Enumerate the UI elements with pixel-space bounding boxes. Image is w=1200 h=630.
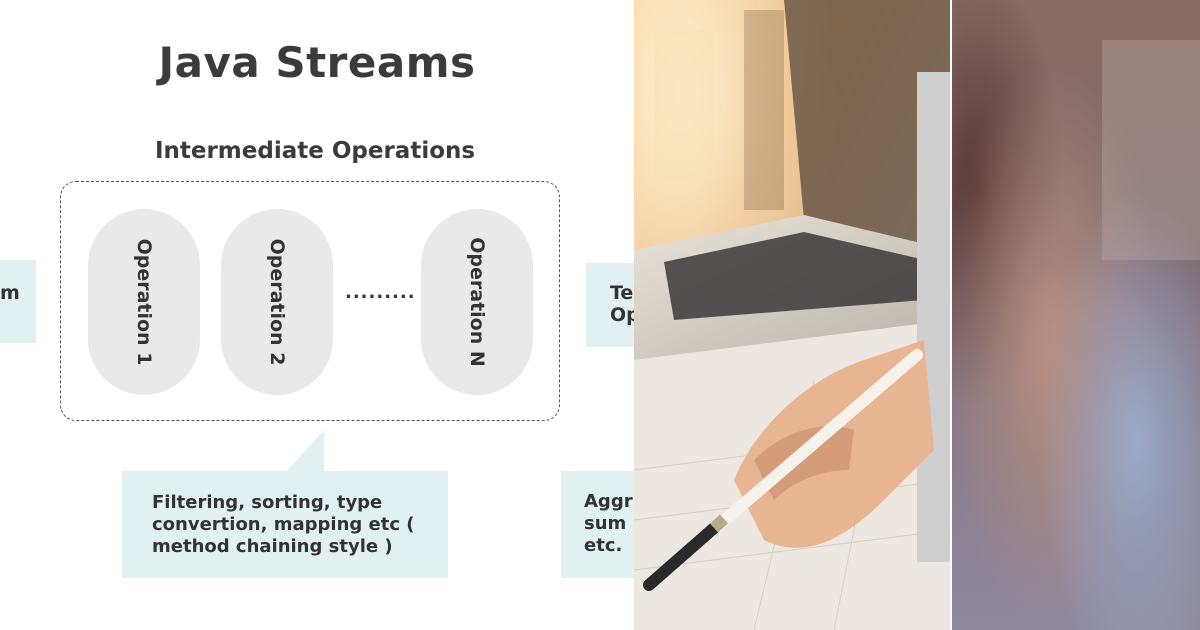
java-streams-diagram: Java Streams Intermediate Operations m O… <box>0 38 634 578</box>
laptop-photo <box>634 0 950 630</box>
source-stream-label: m <box>0 282 20 304</box>
operation-label-1: Operation 1 <box>133 238 155 366</box>
callout-pointer <box>286 430 324 472</box>
operation-pill-2: Operation 2 <box>221 209 333 395</box>
terminal-operation-label: Te Op <box>610 282 634 326</box>
operation-pill-n: Operation N <box>421 209 533 395</box>
intermediate-callout-text: Filtering, sorting, type convertion, map… <box>152 492 415 557</box>
terminal-callout-text: Aggr sum etc. <box>584 491 633 556</box>
laptop-photo-image <box>634 0 950 630</box>
blurred-photo-image <box>952 0 1200 630</box>
diagram-title: Java Streams <box>158 38 476 87</box>
operation-label-2: Operation 2 <box>266 238 288 366</box>
intermediate-operations-title: Intermediate Operations <box>154 138 476 164</box>
blurred-photo <box>952 0 1200 630</box>
terminal-callout-box: Aggr sum etc. <box>561 471 634 578</box>
intermediate-operations-group <box>60 181 560 421</box>
operation-pill-1: Operation 1 <box>88 209 200 395</box>
intermediate-callout-box <box>122 471 448 578</box>
terminal-operation-box: Te Op <box>586 263 634 347</box>
image-divider <box>950 0 952 630</box>
source-stream-box: m <box>0 260 36 343</box>
operation-label-n: Operation N <box>466 237 488 367</box>
ellipsis: ......... <box>345 282 416 303</box>
